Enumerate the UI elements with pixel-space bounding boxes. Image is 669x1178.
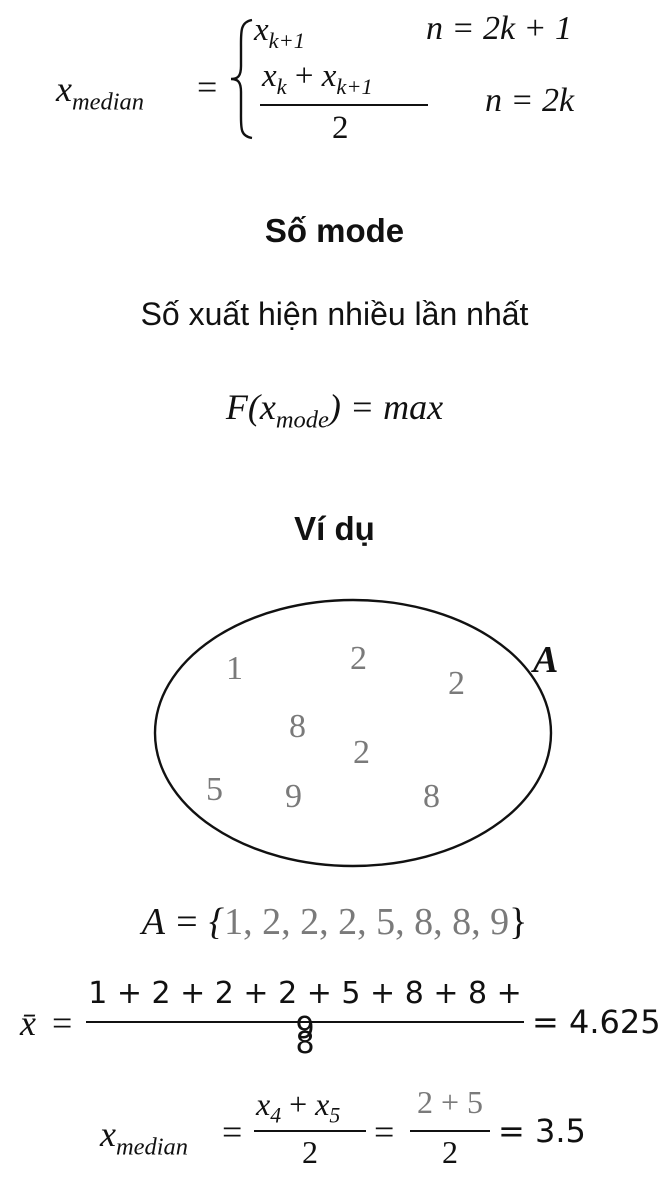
mean-lhs: x̄ xyxy=(20,1003,36,1043)
mean-equals: = xyxy=(52,1003,73,1043)
case2-a-base: x xyxy=(262,58,277,94)
mode-formula: F(xmode) = max xyxy=(0,386,669,435)
median-lhs-base: x xyxy=(56,69,72,109)
median-calc-bar2 xyxy=(410,1130,490,1132)
set-definition-lhs: A = { xyxy=(141,901,225,943)
num1-a-base: x xyxy=(256,1086,271,1122)
set-element: 2 xyxy=(448,665,465,702)
mode-heading: Số mode xyxy=(264,212,405,249)
median-calc-num2: 2 + 5 xyxy=(416,1084,484,1120)
median-calc-lhs: xmedian xyxy=(100,1113,188,1162)
median-calc-bar1 xyxy=(254,1130,366,1132)
set-label: A xyxy=(531,639,558,681)
median-calc-den1: 2 xyxy=(302,1134,318,1170)
case2-b-base: x xyxy=(321,58,337,94)
set-ellipse xyxy=(153,598,553,868)
case1-sub: k+1 xyxy=(268,27,305,53)
median-calc-lhs-sub: median xyxy=(115,1133,189,1161)
median-calc-den2: 2 xyxy=(442,1134,458,1170)
case1-condition: n = 2k + 1 xyxy=(426,10,572,47)
num1-a-sub: 4 xyxy=(270,1103,282,1128)
set-element: 5 xyxy=(206,771,223,808)
set-element: 9 xyxy=(285,778,302,815)
num1-b-base: x xyxy=(315,1086,330,1122)
left-brace xyxy=(230,18,253,140)
case2-numerator: xk + xk+1 xyxy=(262,58,373,100)
set-definition-values: 1, 2, 2, 2, 5, 8, 8, 9 xyxy=(224,901,510,943)
median-equals: = xyxy=(197,67,218,107)
case2-condition: n = 2k xyxy=(485,82,575,119)
median-calc-result: = 3.5 xyxy=(498,1112,586,1150)
case1-base: x xyxy=(254,12,269,48)
median-lhs: xmedian xyxy=(56,68,144,117)
case1-expr: xk+1 xyxy=(254,12,305,54)
median-calc-equals1: = xyxy=(222,1112,243,1152)
median-lhs-sub: median xyxy=(71,88,145,116)
case2-a-sub: k xyxy=(276,73,287,99)
mean-result: = 4.625 xyxy=(532,1003,661,1041)
mode-formula-f: F( xyxy=(225,387,260,427)
mode-formula-rest: ) = max xyxy=(328,387,444,427)
case2-b-sub: k+1 xyxy=(336,73,373,99)
mean-numerator: 1 + 2 + 2 + 2 + 5 + 8 + 8 + 9 xyxy=(88,976,522,1046)
mean-fraction-bar xyxy=(86,1021,524,1023)
set-diagram: A 1 2 2 2 8 5 9 8 xyxy=(153,598,558,868)
set-element: 8 xyxy=(423,778,440,815)
set-element: 2 xyxy=(350,640,367,677)
mode-formula-base: x xyxy=(259,387,276,427)
num1-plus: + xyxy=(289,1086,308,1122)
num1-b-sub: 5 xyxy=(329,1103,341,1128)
set-definition-rhs: } xyxy=(509,901,528,943)
case2-plus: + xyxy=(294,58,314,94)
mean-denominator: 8 xyxy=(295,1026,315,1061)
mode-formula-sub: mode xyxy=(275,406,329,434)
set-element: 8 xyxy=(289,708,306,745)
median-calc-equals2: = xyxy=(374,1112,395,1152)
median-calc-num1: x4 + x5 xyxy=(256,1086,340,1129)
mode-description: Số xuất hiện nhiều lần nhất xyxy=(140,296,529,332)
set-element: 2 xyxy=(353,734,370,771)
set-element: 1 xyxy=(226,650,243,687)
set-definition: A = {1, 2, 2, 2, 5, 8, 8, 9} xyxy=(0,900,669,944)
example-heading: Ví dụ xyxy=(294,510,375,547)
median-calc-lhs-base: x xyxy=(100,1114,116,1154)
case2-fraction-bar xyxy=(260,104,428,106)
case2-denominator: 2 xyxy=(332,110,349,146)
